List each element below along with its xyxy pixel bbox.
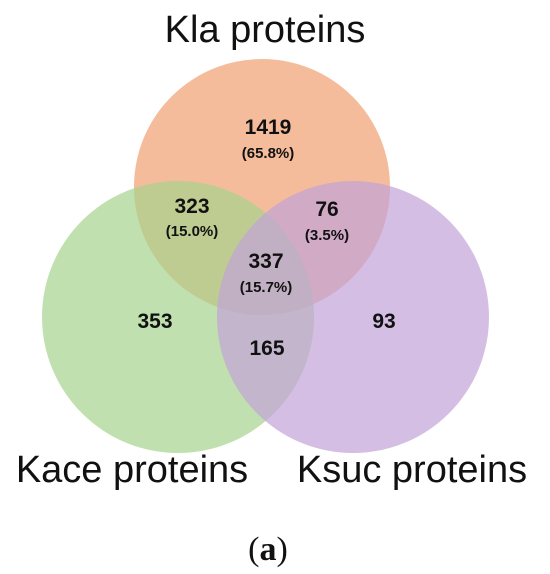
all-three-percent: (15.7%) bbox=[240, 279, 293, 296]
kla-only-percent: (65.8%) bbox=[242, 145, 295, 162]
kla-set-label: Kla proteins bbox=[165, 9, 366, 51]
kace-only-count: 353 bbox=[137, 310, 172, 333]
kace-set-label: Kace proteins bbox=[16, 449, 248, 491]
ksuc-only-count: 93 bbox=[372, 310, 395, 333]
ksuc-circle bbox=[217, 181, 489, 453]
kla-ksuc-percent: (3.5%) bbox=[305, 227, 349, 244]
ksuc-set-label: Ksuc proteins bbox=[297, 449, 527, 491]
caption-open-paren: ( bbox=[248, 531, 259, 568]
kla-kace-count: 323 bbox=[174, 195, 209, 218]
kla-kace-percent: (15.0%) bbox=[166, 223, 219, 240]
kace-ksuc-count: 165 bbox=[249, 337, 284, 360]
caption-close-paren: ) bbox=[277, 531, 288, 568]
kla-only-count: 1419 bbox=[245, 116, 292, 139]
kla-ksuc-count: 76 bbox=[315, 198, 338, 221]
caption-letter: a bbox=[260, 531, 277, 568]
all-three-count: 337 bbox=[248, 250, 283, 273]
figure-caption: (a) bbox=[248, 531, 288, 568]
